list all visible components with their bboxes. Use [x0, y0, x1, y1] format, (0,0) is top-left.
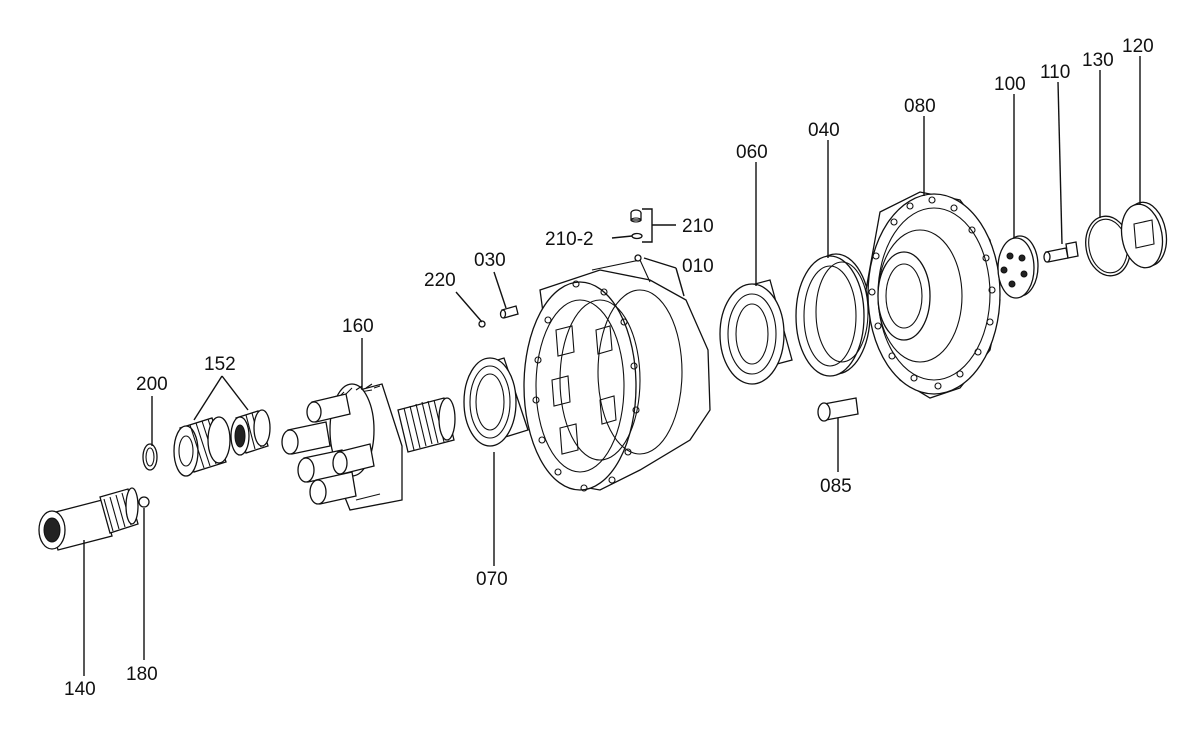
label-140: 140: [64, 679, 96, 700]
label-200: 200: [136, 374, 168, 395]
label-110: 110: [1040, 62, 1070, 83]
label-080: 080: [904, 96, 936, 117]
leader-lines: [83, 56, 1141, 676]
part-152-gear-small[interactable]: [230, 409, 271, 456]
label-085: 085: [820, 476, 852, 497]
part-010-housing[interactable]: [523, 259, 711, 492]
part-120-cover[interactable]: [1117, 199, 1172, 271]
part-010-marker: [634, 254, 642, 262]
part-210-plug[interactable]: [630, 209, 642, 223]
part-140-shaft[interactable]: [38, 487, 139, 551]
part-085-wheel-stud[interactable]: [817, 397, 859, 422]
label-010: 010: [682, 256, 714, 277]
label-100: 100: [994, 74, 1026, 95]
part-180-ball[interactable]: [138, 496, 150, 508]
label-070: 070: [476, 569, 508, 590]
part-100-disc[interactable]: [997, 235, 1039, 299]
label-160: 160: [342, 316, 374, 337]
label-210: 210: [682, 216, 714, 237]
label-130: 130: [1082, 50, 1114, 71]
part-040-ring-gear[interactable]: [795, 253, 871, 377]
part-152-gear-large[interactable]: [173, 416, 231, 477]
part-160-planet-carrier[interactable]: [281, 383, 456, 511]
part-060-bearing[interactable]: [719, 279, 793, 385]
label-040: 040: [808, 120, 840, 141]
part-labels: 200 152 160 220 030 210-2 210 010 060 04…: [64, 36, 1154, 700]
label-120: 120: [1122, 36, 1154, 57]
label-152: 152: [204, 354, 236, 375]
label-060: 060: [736, 142, 768, 163]
part-110-screw[interactable]: [1043, 241, 1079, 263]
label-210-2: 210-2: [545, 229, 594, 250]
part-070-bearing[interactable]: [463, 357, 529, 447]
part-030-pin[interactable]: [499, 305, 519, 319]
part-080-hub[interactable]: [865, 191, 1001, 399]
part-210-2-seal-ring[interactable]: [631, 232, 643, 240]
label-220: 220: [424, 270, 456, 291]
label-030: 030: [474, 250, 506, 271]
part-200-snap-ring[interactable]: [142, 443, 158, 471]
label-180: 180: [126, 664, 158, 685]
